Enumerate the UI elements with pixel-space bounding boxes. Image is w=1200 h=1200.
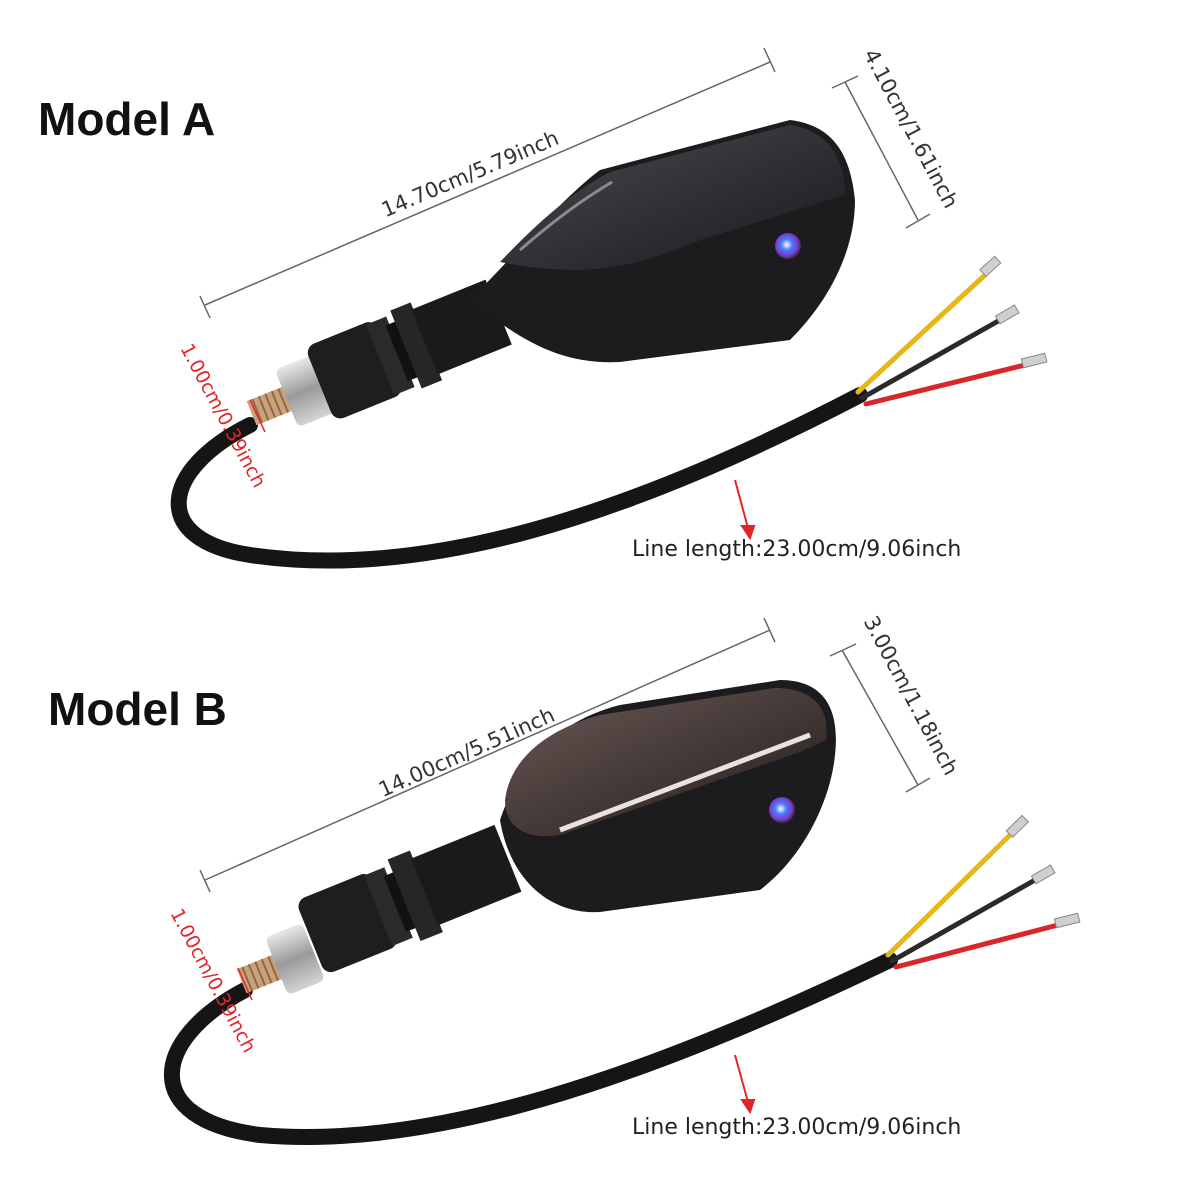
model-a-lens bbox=[500, 125, 845, 270]
model-b-thread-dimension bbox=[237, 967, 253, 1001]
model-b-line-length-label: Line length:23.00cm/9.06inch bbox=[632, 1115, 962, 1140]
model-b-nut bbox=[266, 924, 324, 994]
model-b-group bbox=[163, 617, 1081, 1145]
model-a-line-length-arrow bbox=[734, 479, 756, 541]
model-b-title: Model B bbox=[48, 683, 227, 735]
led-eye-icon bbox=[769, 797, 795, 823]
model-b-lens-highlight bbox=[559, 732, 811, 833]
model-b-height-dimension bbox=[829, 643, 931, 793]
model-a-group bbox=[170, 47, 1048, 569]
model-a-line-length-label: Line length:23.00cm/9.06inch bbox=[632, 537, 962, 562]
model-b-stem bbox=[298, 824, 522, 973]
model-a-thread-dimension bbox=[249, 399, 266, 433]
model-b-line-length-arrow bbox=[734, 1054, 756, 1115]
model-b-cable bbox=[163, 952, 898, 1145]
model-a-title: Model A bbox=[38, 93, 216, 145]
led-eye-icon bbox=[775, 233, 801, 259]
model-a-cable bbox=[170, 387, 868, 569]
model-a-wire-terminals bbox=[979, 255, 1048, 369]
model-b-wires bbox=[885, 832, 1061, 970]
model-a-length-dimension bbox=[199, 47, 776, 319]
model-a-height-dimension bbox=[831, 75, 931, 229]
model-a-lens-highlight bbox=[519, 180, 613, 252]
model-b-wire-terminals bbox=[1005, 814, 1081, 929]
model-b-lens bbox=[505, 688, 827, 837]
model-a-wires bbox=[855, 272, 1028, 407]
model-b-length-dimension bbox=[199, 617, 776, 893]
